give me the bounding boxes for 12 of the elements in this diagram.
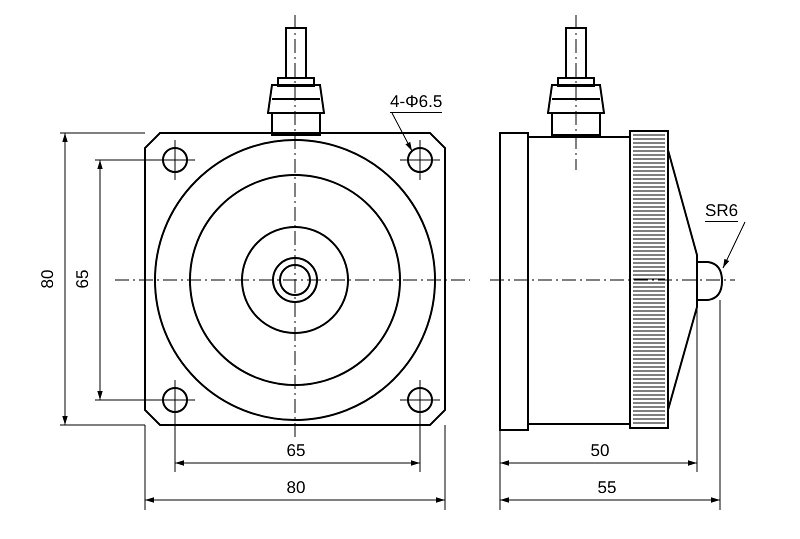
dimension-label: 50 <box>590 441 610 461</box>
spherical-button <box>697 261 723 301</box>
mounting-hole <box>407 147 433 173</box>
dimension-label: 65 <box>286 441 306 461</box>
hole-callout: 4-Φ6.5 <box>390 92 442 113</box>
dimension-label: 80 <box>38 270 58 288</box>
dimension-label: 55 <box>598 478 616 498</box>
leader-line <box>392 112 412 152</box>
dimension-label: 80 <box>286 478 306 498</box>
leader-line <box>722 222 746 268</box>
dimension-label: 65 <box>73 270 93 288</box>
radius-callout: SR6 <box>705 201 738 222</box>
